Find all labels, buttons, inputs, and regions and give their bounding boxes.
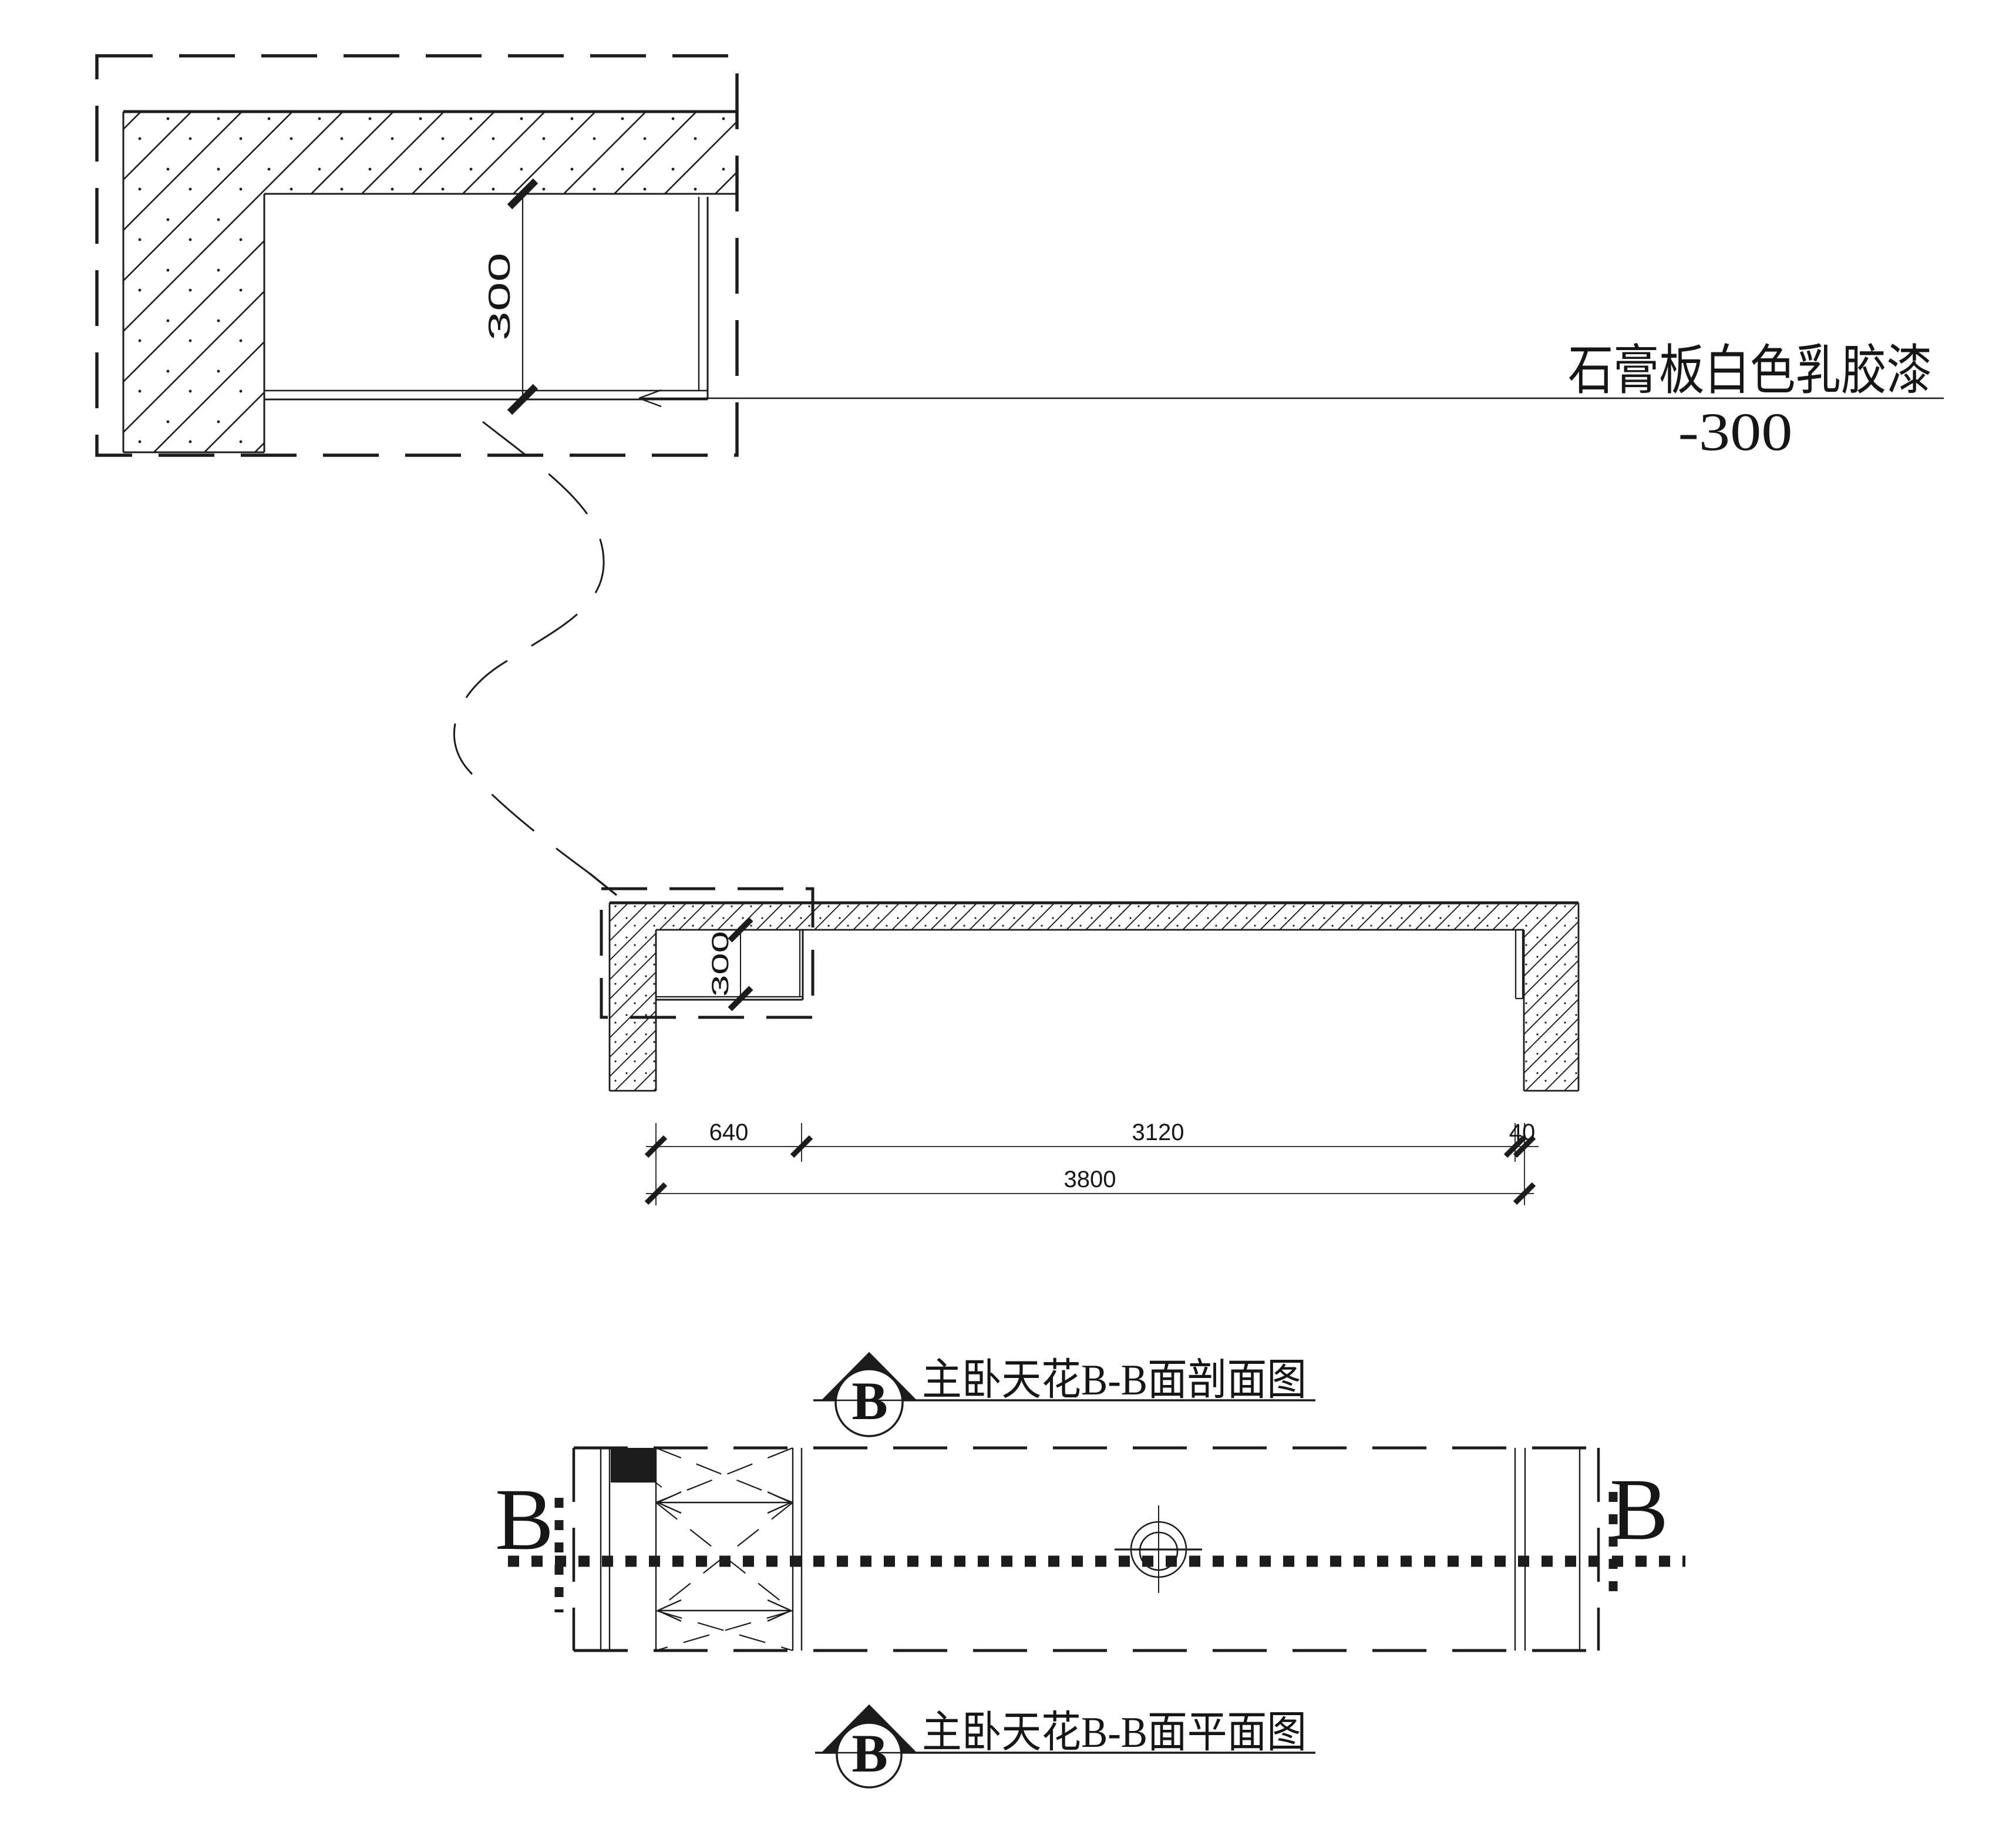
dim-3800-label: 3800	[1064, 1167, 1116, 1192]
dim-640-label: 640	[709, 1120, 749, 1145]
plan-marker-letter: B	[852, 1723, 887, 1783]
material-label: 石膏板白色乳胶漆	[1568, 341, 1932, 401]
curtain-box-strip	[655, 1447, 803, 1652]
section-view: 300	[600, 887, 1580, 1092]
plan-section-mark-left: B	[495, 1471, 564, 1612]
section-marker-icon: B	[820, 1704, 918, 1789]
leader-arrow-icon	[638, 389, 662, 408]
plan-marker-left-letter: B	[495, 1471, 554, 1568]
section-marker-letter: B	[852, 1371, 887, 1431]
detail-reference-curve	[453, 421, 618, 896]
section-dim-drop-label: 300	[708, 931, 733, 997]
plan-marker-right-letter: B	[1610, 1461, 1668, 1558]
section-dimension-300: 300	[708, 917, 753, 1011]
ceiling-lamp-icon	[1115, 1505, 1202, 1593]
section-label: B 主卧天花B-B面剖面图	[813, 1352, 1315, 1437]
section-detail-dashed-box	[600, 887, 815, 1019]
section-title: 主卧天花B-B面剖面图	[922, 1356, 1307, 1404]
plan-title: 主卧天花B-B面平面图	[922, 1709, 1307, 1757]
concrete-hatch-region	[123, 112, 736, 452]
leader-annotation: 石膏板白色乳胶漆 -300	[638, 341, 1944, 462]
gypsum-board-profile	[264, 197, 709, 401]
level-offset-label: -300	[1678, 402, 1793, 462]
section-dimensions: 640 3120 40 3800	[644, 1120, 1539, 1205]
detail-callout: 300	[95, 54, 739, 457]
section-gypsum-right	[1514, 930, 1524, 1000]
detail-dimension-300: 300	[483, 178, 539, 415]
plan-section-mark-right: B	[1608, 1461, 1668, 1602]
detail-boundary-dashed-box	[95, 54, 739, 457]
section-marker-icon: B	[820, 1352, 918, 1437]
dim-40-label: 40	[1509, 1120, 1536, 1145]
detail-dim-label: 300	[483, 253, 517, 341]
section-gypsum-left	[656, 930, 804, 1001]
section-concrete-region	[610, 903, 1579, 1091]
double-arrow-icon	[657, 1599, 792, 1622]
double-arrow-icon	[657, 1491, 792, 1514]
dim-3120-label: 3120	[1132, 1120, 1184, 1145]
plan-view: B B	[495, 1446, 1685, 1652]
plan-label: B 主卧天花B-B面平面图	[815, 1704, 1315, 1789]
